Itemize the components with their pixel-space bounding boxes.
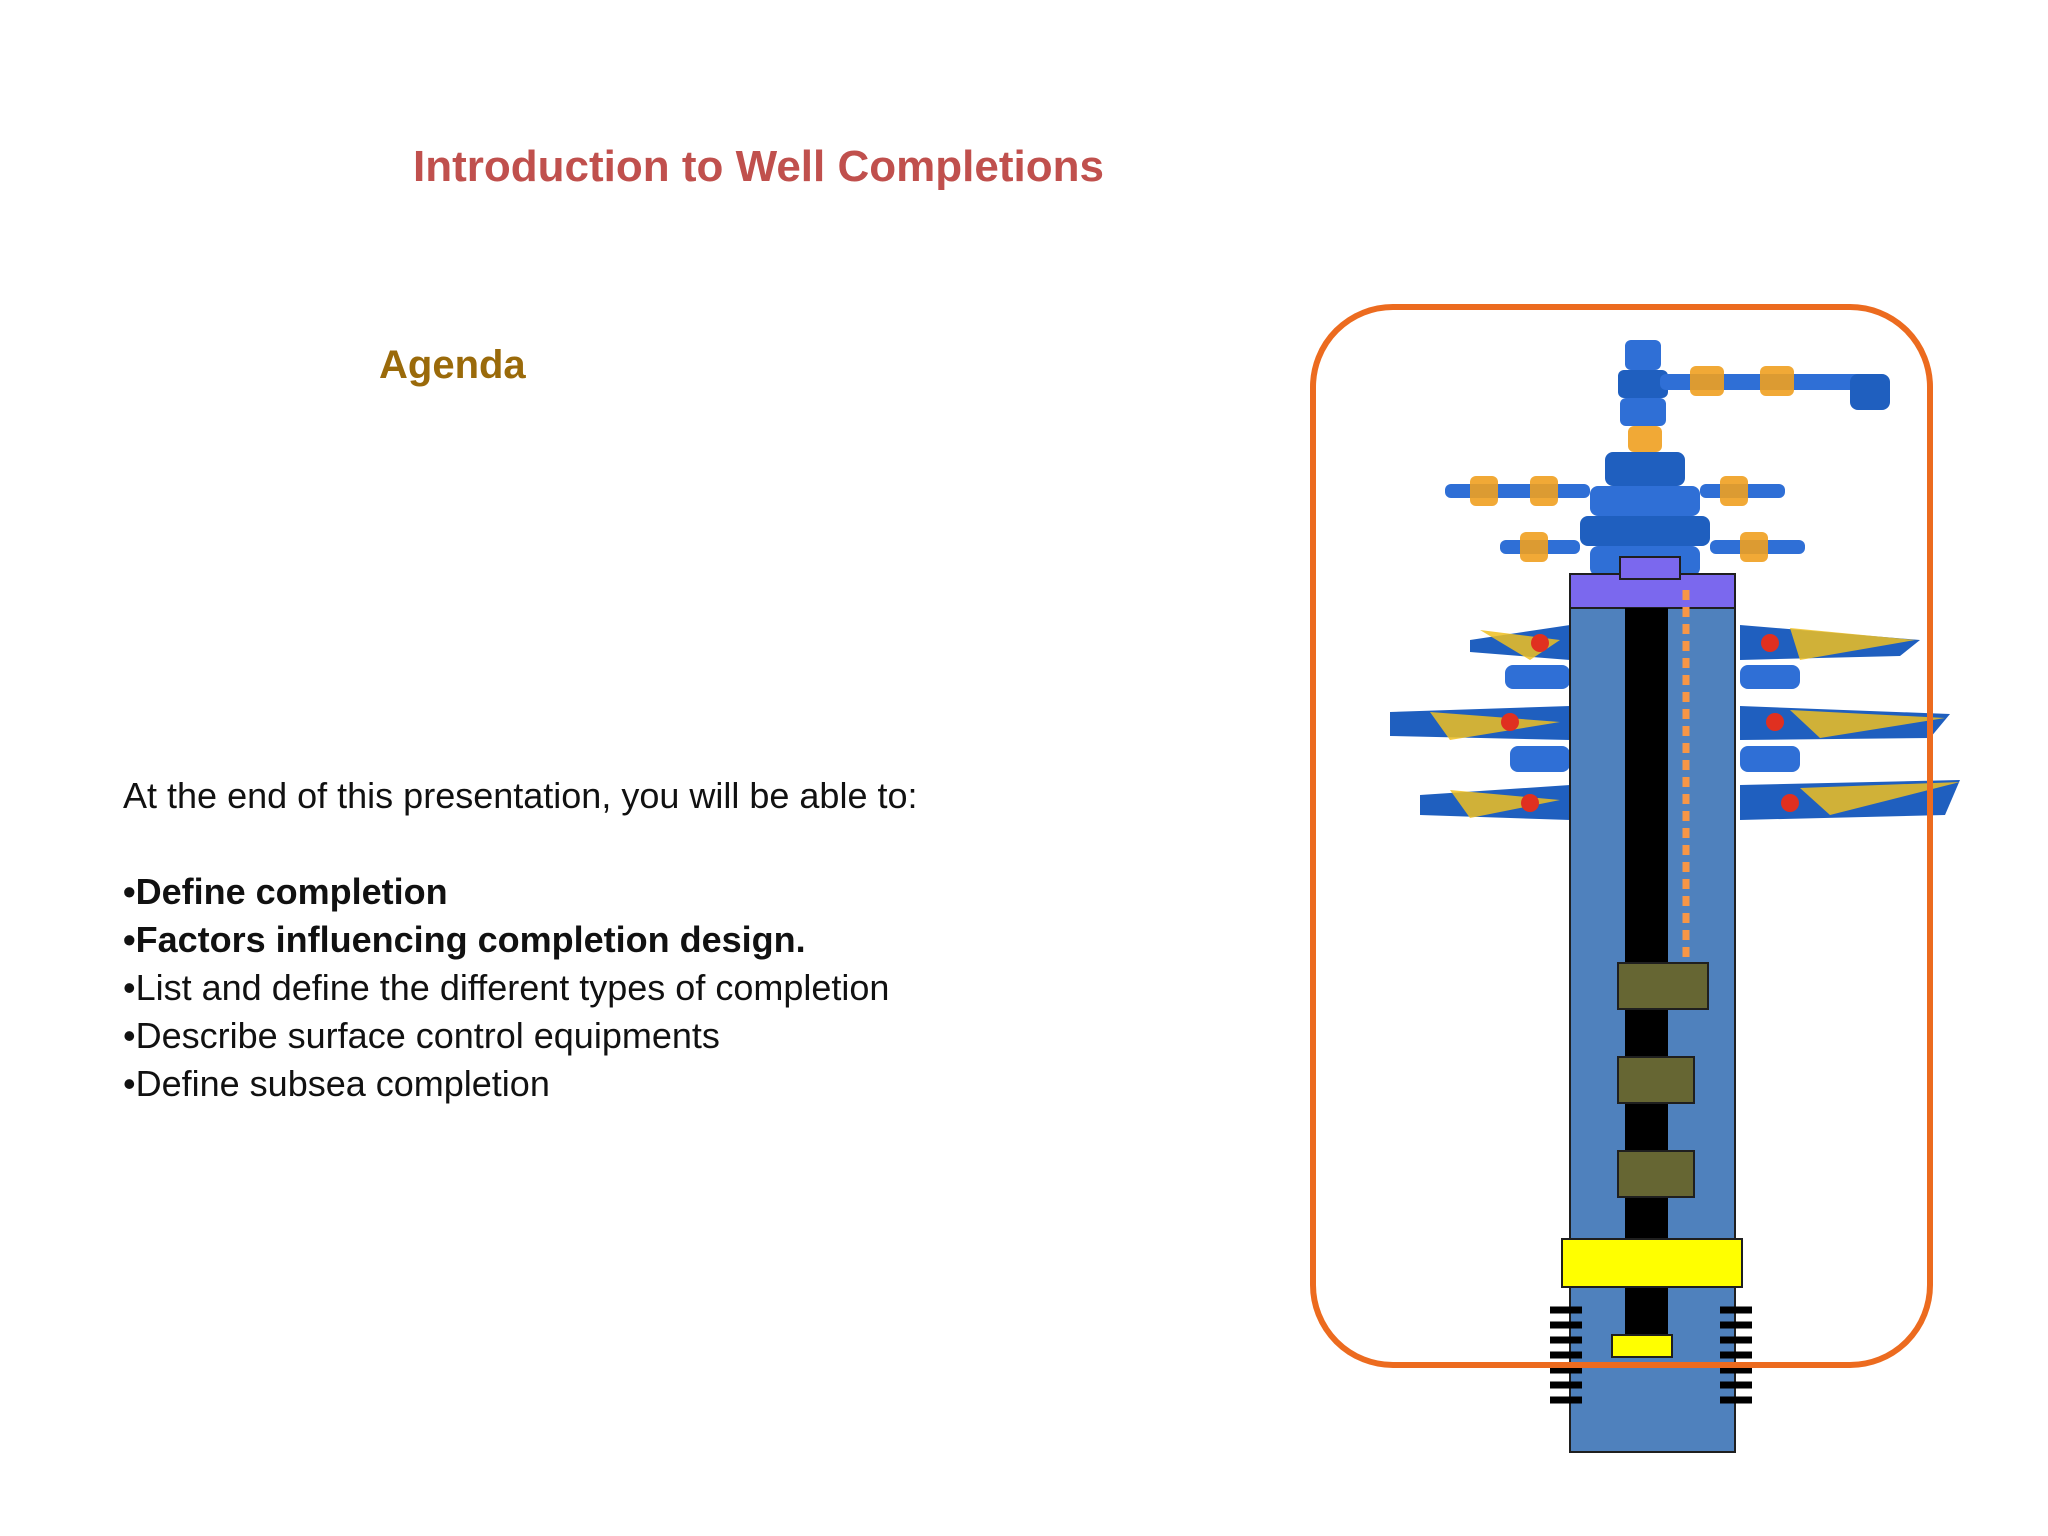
agenda-heading: Agenda	[379, 343, 526, 387]
perforations-left	[1550, 1306, 1582, 1404]
slide-title: Introduction to Well Completions	[413, 142, 1104, 191]
perforations-right	[1720, 1306, 1752, 1404]
christmas-tree-wellhead-image	[1390, 340, 1960, 820]
tubing-end	[1611, 1334, 1673, 1358]
bullet-factors: •Factors influencing completion design.	[123, 919, 806, 960]
packer	[1561, 1238, 1743, 1288]
objectives-intro: At the end of this presentation, you wil…	[123, 775, 918, 816]
bullet-define-completion: •Define completion	[123, 871, 448, 912]
bullet-subsea: •Define subsea completion	[123, 1063, 550, 1104]
bullet-types: •List and define the different types of …	[123, 967, 890, 1008]
mandrel-1	[1617, 962, 1709, 1010]
mandrel-3	[1617, 1150, 1695, 1198]
bullet-surface-control: •Describe surface control equipments	[123, 1015, 720, 1056]
objectives-text: At the end of this presentation, you wil…	[123, 772, 918, 1108]
highlight-frame	[1310, 304, 1933, 1368]
wellbore-schematic	[1550, 556, 1752, 1453]
hanger-cap	[1619, 556, 1681, 580]
mandrel-2	[1617, 1056, 1695, 1104]
